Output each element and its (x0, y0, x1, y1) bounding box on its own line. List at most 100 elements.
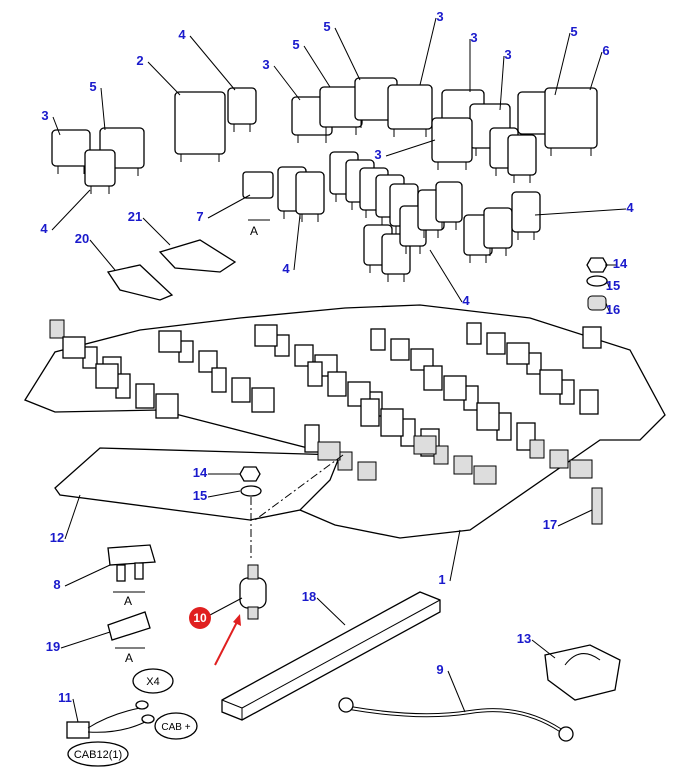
board-fuse (95, 363, 119, 389)
callout-20: 20 (75, 231, 89, 246)
board-fuse (390, 338, 410, 361)
board-fuse (158, 330, 182, 353)
board-fuse (549, 449, 569, 469)
bar-18 (221, 591, 441, 721)
callout-3: 3 (436, 9, 443, 24)
board-fuse (370, 328, 386, 351)
callout-21: 21 (128, 209, 142, 224)
highlight-arrow (214, 619, 239, 666)
relay (387, 84, 433, 130)
callout-15: 15 (606, 278, 620, 293)
relay (227, 87, 257, 125)
relay (174, 91, 226, 155)
callout-5: 5 (323, 19, 330, 34)
callout-15: 15 (193, 488, 207, 503)
relay (483, 207, 513, 249)
board-fuse (360, 398, 380, 427)
board-fuse (211, 367, 227, 393)
tag-x4 (132, 668, 174, 694)
relay (435, 181, 463, 223)
tag-x4-text: X4 (146, 676, 159, 688)
board-fuse (569, 459, 593, 479)
board-fuse (539, 369, 563, 395)
board-fuse (443, 375, 467, 401)
callout-4: 4 (178, 27, 186, 42)
callout-8: 8 (53, 577, 60, 592)
board-fuse (155, 393, 179, 419)
relay (544, 87, 598, 149)
callout-13: 13 (517, 631, 531, 646)
dimension-a: A (125, 651, 133, 665)
board-fuse (423, 365, 443, 391)
relay (295, 171, 325, 215)
board-fuse (476, 402, 500, 431)
relay (84, 149, 116, 187)
callout-5: 5 (89, 79, 96, 94)
relay (511, 191, 541, 233)
relay (431, 117, 473, 163)
nut (239, 466, 261, 482)
callout-3: 3 (504, 47, 511, 62)
callout-3: 3 (470, 30, 477, 45)
relays (51, 77, 598, 282)
cable-9 (349, 706, 562, 732)
callout-19: 19 (46, 639, 60, 654)
callout-16: 16 (606, 302, 620, 317)
cover-13 (544, 644, 621, 701)
highlighted-callout-badge (189, 607, 211, 629)
board-fuse (579, 389, 599, 415)
anti-vibration-mount (239, 577, 267, 609)
board-fuse (62, 336, 86, 359)
callout-4: 4 (282, 261, 290, 276)
clip-20 (106, 264, 174, 301)
board-fuse (466, 322, 482, 345)
washer (586, 275, 608, 287)
board-fuse (198, 350, 218, 373)
board-fuse (433, 445, 449, 465)
callout-12: 12 (50, 530, 64, 545)
board-fuse (327, 371, 347, 397)
board-fuse (254, 324, 278, 347)
tag-cab-plus-text: CAB + (161, 722, 190, 733)
board-fuse (294, 344, 314, 367)
callout-4: 4 (626, 200, 634, 215)
fuse-8 (107, 544, 156, 566)
dimension-a: A (250, 224, 258, 238)
board-fuse (453, 455, 473, 475)
fuse-7 (242, 171, 274, 199)
callout-11: 11 (58, 690, 72, 705)
callout-14: 14 (193, 465, 208, 480)
board-fuse (582, 326, 602, 349)
board-fuse (380, 408, 404, 437)
board-fuse (307, 361, 323, 387)
board-fuse (473, 465, 497, 485)
callout-2: 2 (136, 53, 143, 68)
harness-connector (66, 721, 90, 739)
stud-17 (591, 487, 603, 525)
tag-cab12 (67, 741, 129, 767)
board-fuse (357, 461, 377, 481)
nut (586, 257, 608, 273)
callout-6: 6 (602, 43, 609, 58)
tag-cab-plus (154, 712, 198, 740)
clip-21 (158, 239, 237, 273)
washer (240, 485, 262, 497)
board-fuse (506, 342, 530, 365)
callout-17: 17 (543, 517, 557, 532)
callout-5: 5 (292, 37, 299, 52)
callout-4: 4 (40, 221, 48, 236)
board-fuse (486, 332, 506, 355)
board-fuse (413, 435, 437, 455)
callout-3: 3 (374, 147, 381, 162)
board-fuse (231, 377, 251, 403)
callout-14: 14 (613, 256, 628, 271)
dimension-a: A (124, 594, 132, 608)
board-fuse (251, 387, 275, 413)
fuse-19 (107, 611, 151, 641)
callout-10: 10 (193, 611, 207, 625)
callouts: 3542435533356372120444141516141512171818… (40, 9, 634, 723)
callout-3: 3 (262, 57, 269, 72)
insulating-sheet (54, 447, 341, 521)
relay (507, 134, 537, 176)
